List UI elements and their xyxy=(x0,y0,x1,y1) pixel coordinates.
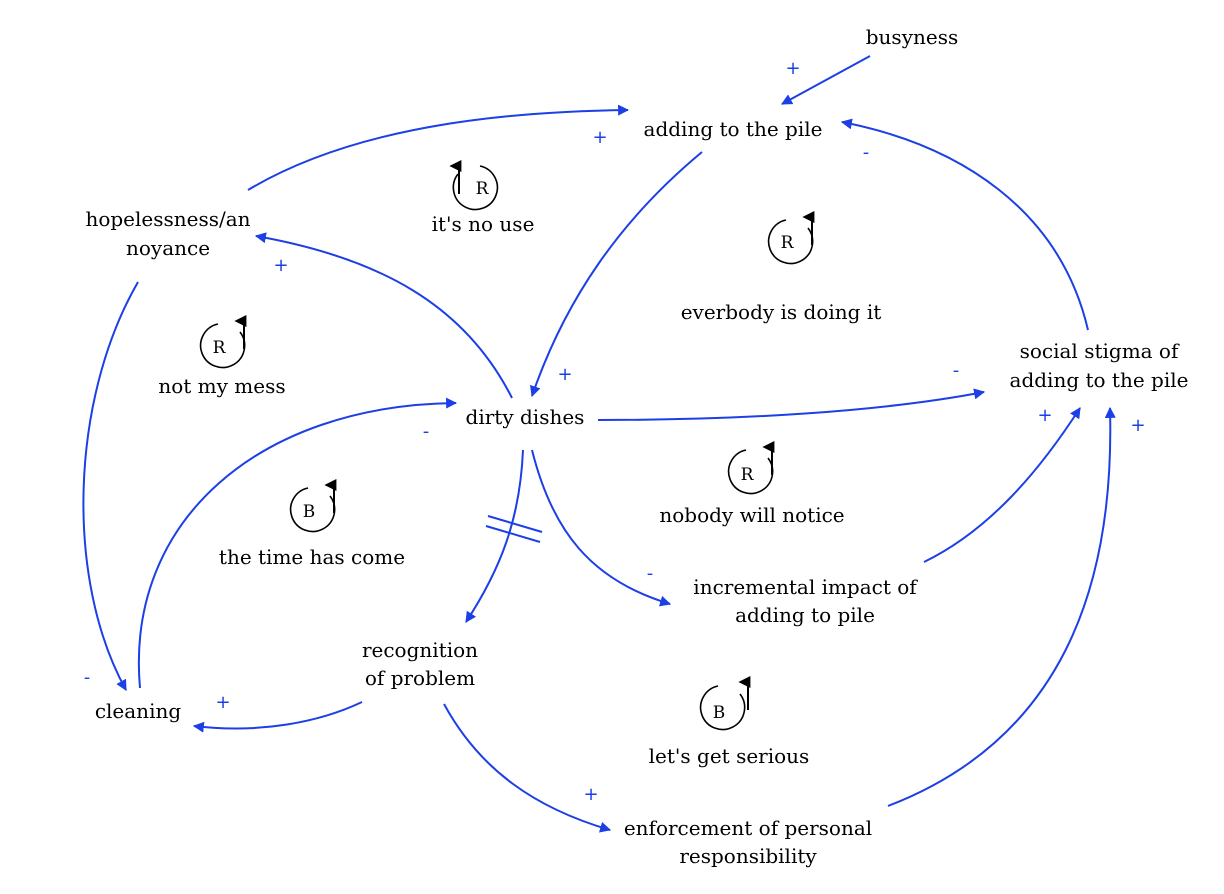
node-enforcement-line1: enforcement of personal xyxy=(624,816,872,840)
loop-name: nobody will notice xyxy=(659,503,844,527)
polarity-enforcement-to-stigma: + xyxy=(1130,415,1145,436)
loop-type: R xyxy=(213,338,227,358)
polarity-hopelessness-to-pile: + xyxy=(592,127,607,148)
loop-name: everbody is doing it xyxy=(681,300,882,324)
node-recognition-line1: recognition xyxy=(362,638,478,662)
node-enforcement-line2: responsibility xyxy=(679,844,817,868)
loop-name: not my mess xyxy=(158,374,285,398)
loop-type: R xyxy=(741,465,755,485)
node-recognition-line2: of problem xyxy=(365,666,475,690)
loop-time-has-come: B the time has come xyxy=(219,479,405,569)
polarity-hopelessness-to-cleaning: - xyxy=(84,667,91,688)
link-hopelessness-to-cleaning xyxy=(82,281,139,691)
loop-type: B xyxy=(713,703,726,723)
link-dirty-dishes-to-recognition xyxy=(465,449,524,623)
polarity-pile-to-dirty: + xyxy=(557,364,572,385)
link-dirty-dishes-to-stigma xyxy=(597,388,986,421)
link-cleaning-to-dirty-dishes xyxy=(137,397,458,689)
loop-its-no-use: R it's no use xyxy=(432,160,535,236)
node-cleaning: cleaning xyxy=(95,699,182,723)
loop-nobody-will-notice: R nobody will notice xyxy=(659,441,845,527)
polarity-busyness-to-pile: + xyxy=(785,58,800,79)
loop-everybody-doing-it: R everbody is doing it xyxy=(681,211,882,324)
link-pile-to-dirty-dishes xyxy=(530,151,703,398)
node-adding-to-the-pile: adding to the pile xyxy=(644,117,823,141)
node-dirty-dishes: dirty dishes xyxy=(466,405,585,429)
polarity-dirty-to-incremental: - xyxy=(647,563,654,584)
polarity-stigma-to-pile: - xyxy=(863,142,870,163)
loop-type: R xyxy=(781,233,795,253)
loop-circle xyxy=(452,165,499,211)
polarity-dirty-to-stigma: - xyxy=(953,360,960,381)
loop-not-my-mess: R not my mess xyxy=(158,315,286,398)
loop-name: the time has come xyxy=(219,545,405,569)
link-busyness-to-pile xyxy=(781,55,871,105)
loop-type: R xyxy=(476,179,490,199)
polarity-cleaning-to-dirty: - xyxy=(423,421,430,442)
polarity-recognition-to-cleaning: + xyxy=(215,692,230,713)
node-busyness: busyness xyxy=(866,25,959,49)
node-hopelessness-line2: noyance xyxy=(126,236,210,260)
node-social-stigma-line2: adding to the pile xyxy=(1010,368,1189,392)
loop-lets-get-serious: B let's get serious xyxy=(649,676,810,768)
link-enforcement-to-stigma xyxy=(887,406,1116,807)
node-social-stigma-line1: social stigma of xyxy=(1020,339,1180,363)
node-incremental-line2: adding to pile xyxy=(735,603,875,627)
polarity-recognition-to-enforcement: + xyxy=(583,784,598,805)
node-hopelessness-line1: hopelessness/an xyxy=(85,207,250,231)
link-hopelessness-to-pile xyxy=(247,104,630,191)
link-dirty-dishes-to-hopelessness xyxy=(254,232,513,399)
node-incremental-line1: incremental impact of xyxy=(693,575,918,599)
link-dirty-dishes-to-incremental xyxy=(531,449,672,607)
loop-name: let's get serious xyxy=(649,744,810,768)
polarity-incremental-to-stigma: + xyxy=(1037,405,1052,426)
delay-mark xyxy=(485,515,543,543)
link-recognition-to-cleaning xyxy=(192,701,363,733)
loop-circle xyxy=(699,685,746,731)
link-recognition-to-enforcement xyxy=(443,703,612,833)
loop-type: B xyxy=(303,502,316,522)
loop-name: it's no use xyxy=(432,212,535,236)
polarity-dirty-to-hopelessness: + xyxy=(273,255,288,276)
link-stigma-to-pile xyxy=(840,118,1089,331)
link-incremental-to-stigma xyxy=(923,407,1081,563)
